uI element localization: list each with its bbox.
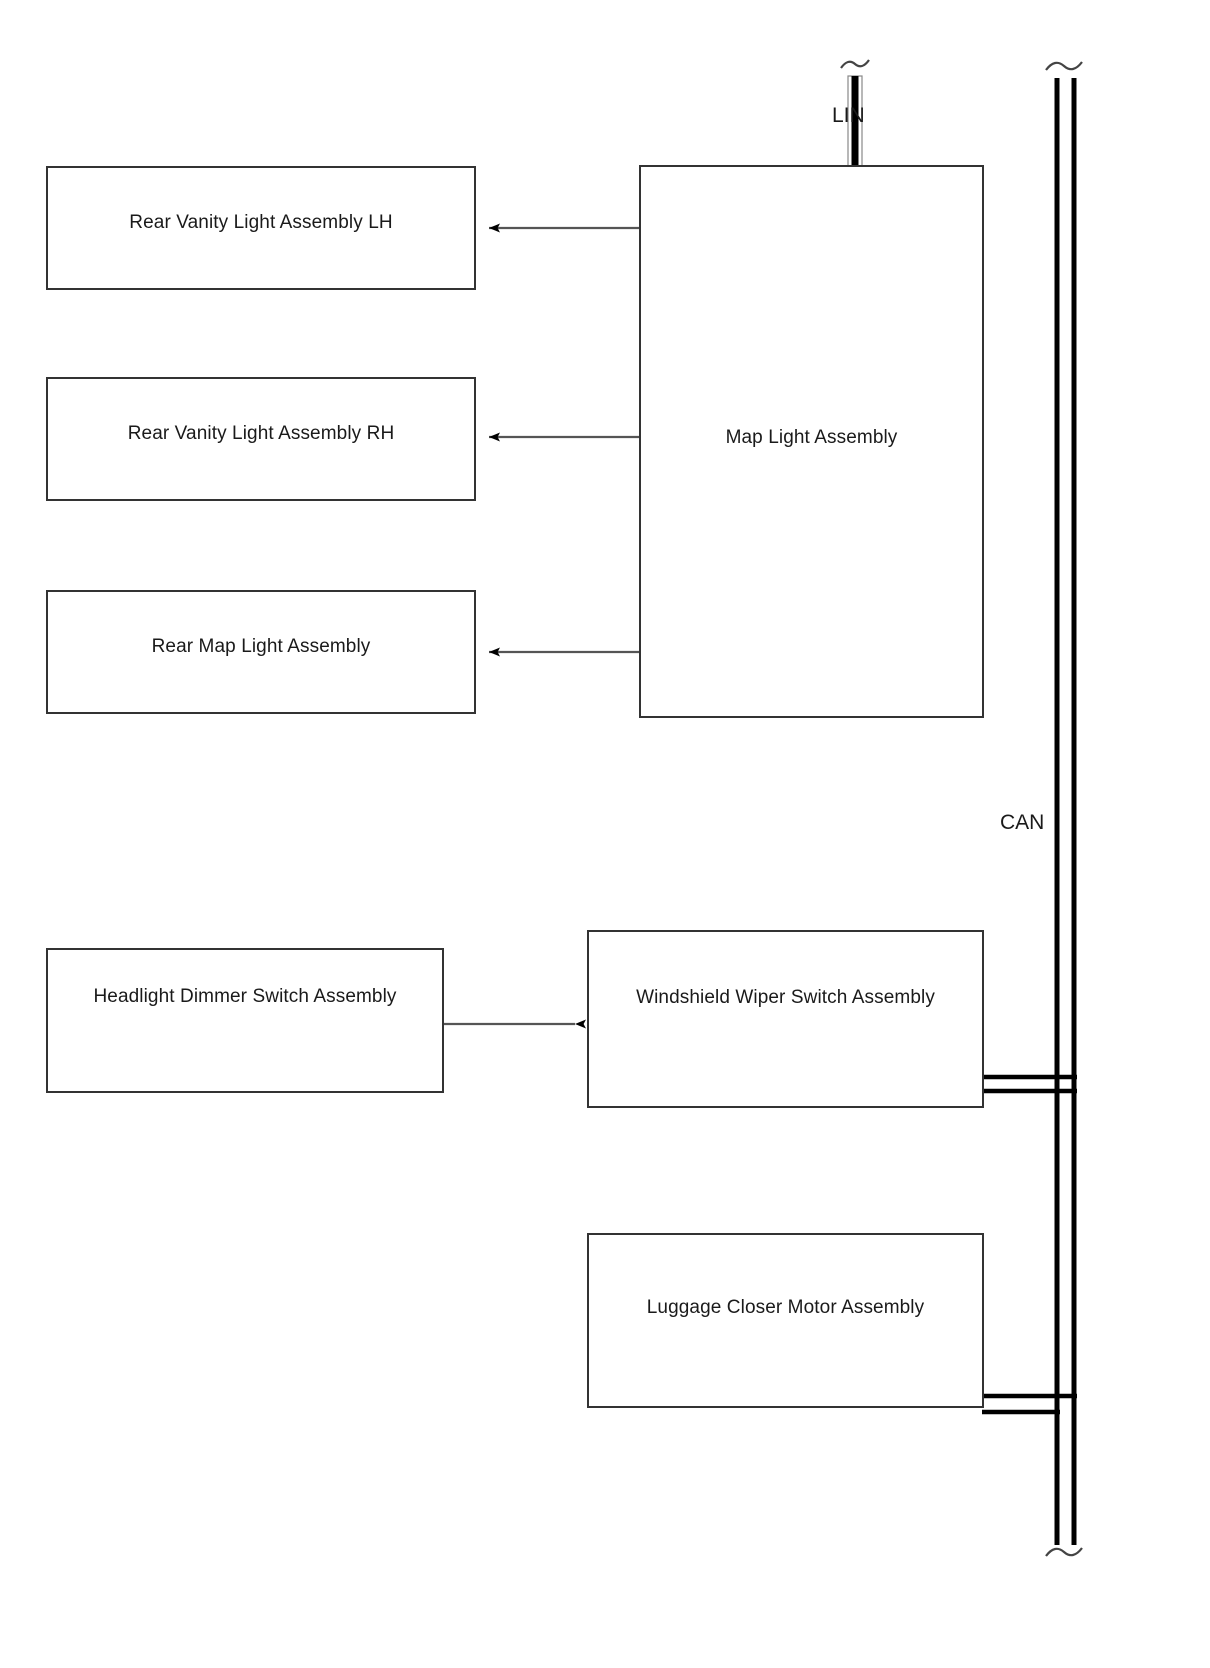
node-label-map-light: Map Light Assembly <box>725 427 898 448</box>
can-bus <box>1045 61 1083 1557</box>
node-label-rear-vanity-light-lh: Rear Vanity Light Assembly LH <box>129 212 393 233</box>
node-map-light[interactable]: Map Light Assembly <box>639 165 984 718</box>
node-rear-vanity-light-lh[interactable]: Rear Vanity Light Assembly LH <box>46 166 476 290</box>
lin-bus-conductor <box>851 76 859 168</box>
node-windshield-wiper-switch[interactable]: Windshield Wiper Switch Assembly <box>587 930 984 1108</box>
node-label-windshield-wiper-switch: Windshield Wiper Switch Assembly <box>636 987 935 1008</box>
bus-label-can: CAN <box>1000 811 1045 834</box>
bus-label-lin: LIN <box>832 104 865 127</box>
node-luggage-closer-motor[interactable]: Luggage Closer Motor Assembly <box>587 1233 984 1408</box>
node-label-luggage-closer-motor: Luggage Closer Motor Assembly <box>646 1297 925 1318</box>
node-label-rear-vanity-light-rh: Rear Vanity Light Assembly RH <box>127 423 395 444</box>
can-bus-break-squiggle-bottom-icon <box>1045 1547 1083 1557</box>
node-label-headlight-dimmer-switch: Headlight Dimmer Switch Assembly <box>93 986 397 1007</box>
can-bus-break-squiggle-top-icon <box>1045 61 1083 71</box>
node-label-rear-map-light: Rear Map Light Assembly <box>151 636 371 657</box>
node-rear-map-light[interactable]: Rear Map Light Assembly <box>46 590 476 714</box>
bus-tap-luggage-closer-to-can <box>982 1393 1077 1415</box>
lin-bus-break-squiggle-icon <box>840 59 870 69</box>
bus-tap-wiper-switch-to-can <box>982 1074 1077 1094</box>
node-rear-vanity-light-rh[interactable]: Rear Vanity Light Assembly RH <box>46 377 476 501</box>
node-headlight-dimmer-switch[interactable]: Headlight Dimmer Switch Assembly <box>46 948 444 1093</box>
